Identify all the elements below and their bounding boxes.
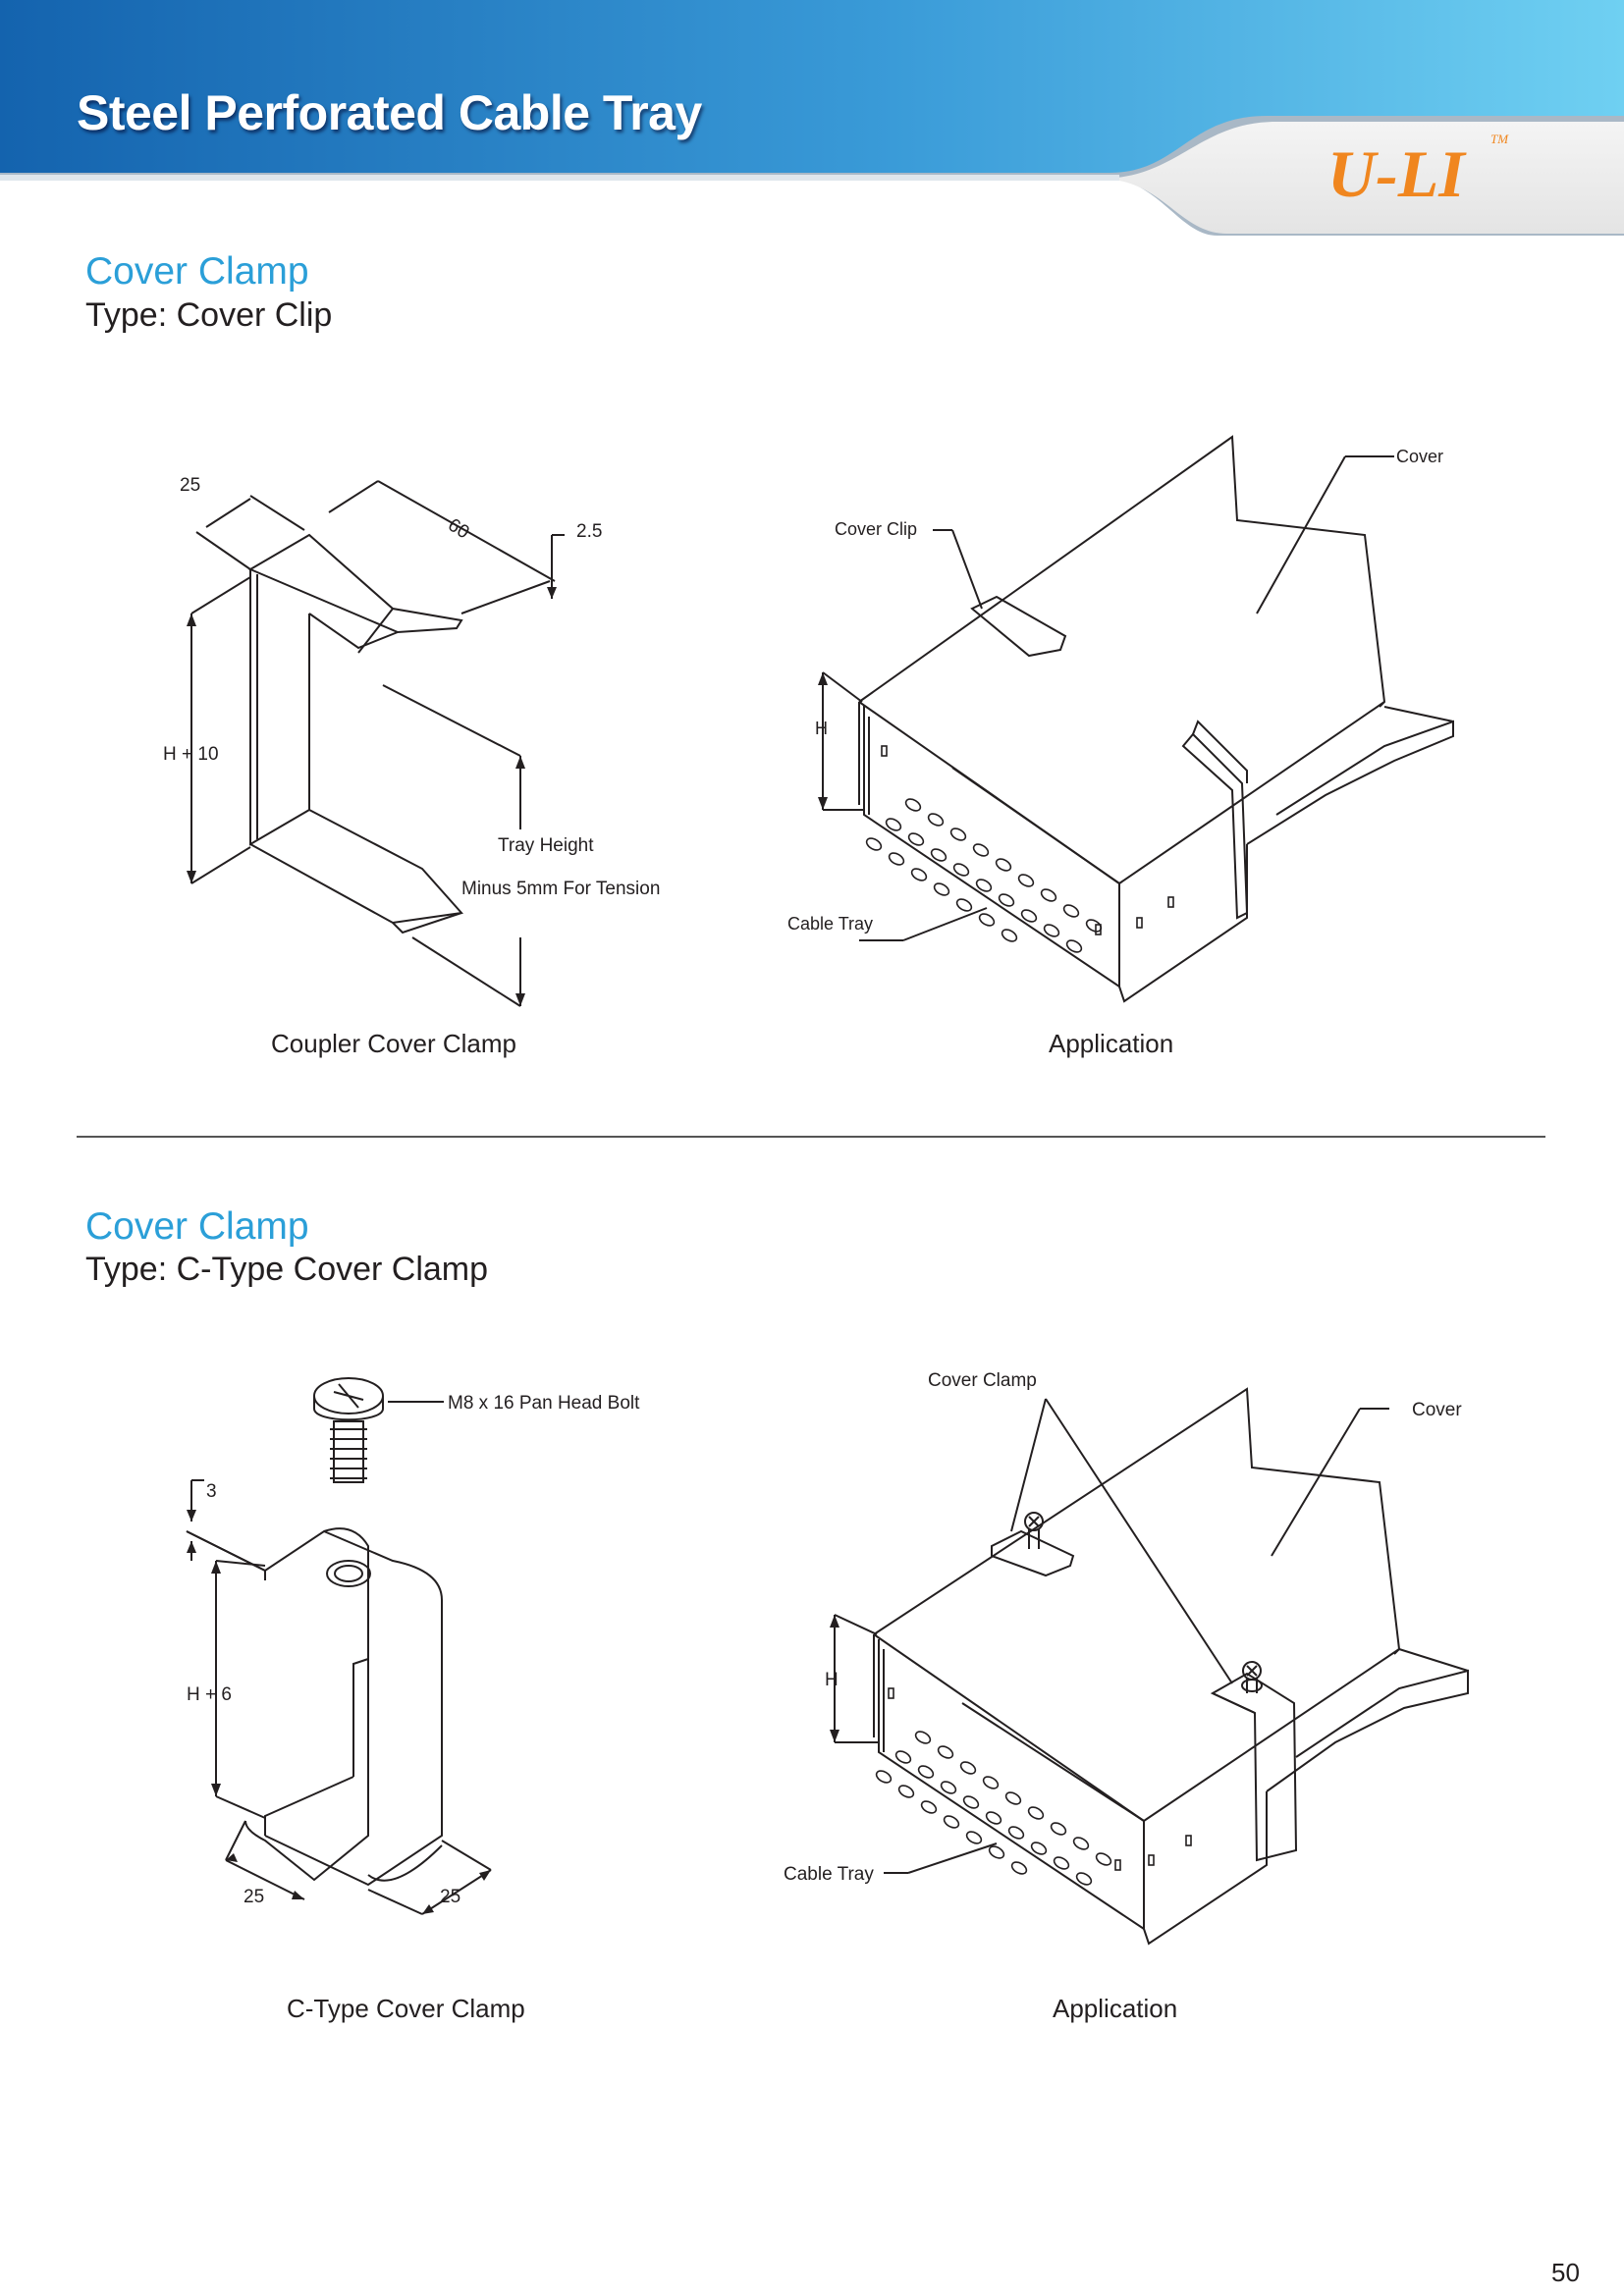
- header-band: [0, 0, 1624, 236]
- bolt-label: M8 x 16 Pan Head Bolt: [448, 1393, 640, 1414]
- cover-clip-application-drawing: Cover Cover Clip H Cable Tray: [787, 435, 1454, 1003]
- dim-width-right-25: 25: [440, 1887, 460, 1907]
- brand-logo: U-LI: [1327, 136, 1465, 211]
- c-type-clamp-application-drawing: Cover Clamp Cover H Cable Tray: [784, 1370, 1469, 1946]
- trademark-mark: TM: [1490, 132, 1509, 146]
- section2-type: Type: C-Type Cover Clamp: [85, 1251, 489, 1288]
- page-number: 50: [1551, 2258, 1580, 2287]
- dim-thickness-3: 3: [206, 1481, 217, 1502]
- note-tray-height: Tray Height: [498, 835, 594, 856]
- c-type-cover-clamp-drawing: M8 x 16 Pan Head Bolt 3 H + 6 25 25: [186, 1377, 640, 1915]
- dim-height-h6: H + 6: [187, 1684, 232, 1705]
- label-cable-tray: Cable Tray: [787, 914, 873, 934]
- section-divider: [77, 1136, 1545, 1138]
- label-cable-tray: Cable Tray: [784, 1864, 874, 1885]
- label-h: H: [825, 1670, 839, 1690]
- page-title: Steel Perforated Cable Tray: [77, 85, 702, 140]
- caption-application-1: Application: [1049, 1029, 1174, 1058]
- dim-height-h10: H + 10: [163, 744, 219, 765]
- caption-c-type-cover-clamp: C-Type Cover Clamp: [287, 1994, 525, 2023]
- dim-width-left-25: 25: [244, 1887, 264, 1907]
- label-cover: Cover: [1396, 447, 1443, 466]
- dim-width-25: 25: [180, 475, 200, 496]
- dim-length-60: 60: [444, 514, 472, 543]
- dim-thickness-2-5: 2.5: [576, 521, 602, 542]
- note-minus-5mm: Minus 5mm For Tension: [461, 879, 660, 899]
- label-cover-clip: Cover Clip: [835, 519, 917, 539]
- section1-title: Cover Clamp: [85, 250, 309, 293]
- label-cover: Cover: [1412, 1400, 1462, 1420]
- page-header: Steel Perforated Cable Tray U-LI TM: [0, 0, 1624, 236]
- caption-application-2: Application: [1053, 1994, 1178, 2023]
- caption-coupler-cover-clamp: Coupler Cover Clamp: [271, 1029, 516, 1058]
- section1-type: Type: Cover Clip: [85, 296, 333, 334]
- section2-title: Cover Clamp: [85, 1205, 309, 1248]
- label-h: H: [815, 719, 828, 738]
- coupler-cover-clamp-drawing: 25 60 2.5 H + 10 Tray Height Minus 5mm F…: [163, 475, 660, 1007]
- label-cover-clamp: Cover Clamp: [928, 1370, 1037, 1391]
